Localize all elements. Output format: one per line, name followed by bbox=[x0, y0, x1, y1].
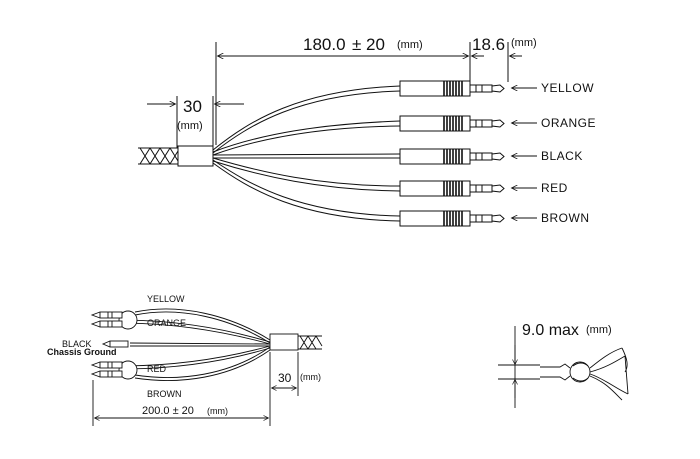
br-dim-max-value: 9.0 max bbox=[522, 322, 579, 339]
br-plug-body bbox=[540, 361, 591, 383]
connector-orange bbox=[399, 115, 505, 132]
dim-length-tolerance: ± 20 bbox=[352, 35, 385, 54]
bl-plug-black bbox=[101, 340, 129, 348]
connector-yellow bbox=[399, 80, 505, 97]
dim-plug-value: 18.6 bbox=[472, 35, 505, 54]
bl-plug-group-top bbox=[90, 310, 138, 330]
bl-label-yellow: YELLOW bbox=[147, 294, 185, 304]
bl-label-red: RED bbox=[147, 364, 167, 374]
bl-label-black: BLACK bbox=[62, 339, 92, 349]
wire-label-orange: ORANGE bbox=[541, 116, 596, 130]
wire-label-brown: BROWN bbox=[541, 211, 590, 225]
wire-label-black: BLACK bbox=[541, 149, 583, 163]
bl-plug-group-bottom bbox=[90, 360, 138, 380]
cable-jacket bbox=[138, 147, 179, 165]
bl-dim-sleeve-value: 30 bbox=[278, 371, 292, 385]
top-cable-assembly-drawing bbox=[138, 42, 537, 227]
connector-red bbox=[399, 180, 505, 197]
dim-sleeve-value: 30 bbox=[183, 97, 202, 116]
bl-label-brown: BROWN bbox=[147, 389, 182, 399]
wire-label-yellow: YELLOW bbox=[541, 81, 594, 95]
top-wire-bundle bbox=[212, 85, 401, 222]
br-dim-max-unit: (mm) bbox=[586, 324, 612, 336]
bl-wire-bundle bbox=[119, 308, 271, 381]
bl-label-orange: ORANGE bbox=[147, 318, 186, 328]
connector-brown bbox=[399, 210, 505, 227]
bl-dim-sleeve-unit: (mm) bbox=[300, 372, 321, 382]
heat-shrink-sleeve bbox=[177, 145, 214, 167]
bl-label-chassis-ground: Chassis Ground bbox=[47, 347, 117, 357]
br-wire-tails bbox=[589, 347, 629, 401]
bl-cable-jacket bbox=[298, 335, 323, 350]
bl-dim-length-value: 200.0 ± 20 bbox=[142, 405, 194, 417]
bottom-left-cable-drawing bbox=[90, 308, 323, 426]
bl-dim-length-unit: (mm) bbox=[207, 406, 228, 416]
dim-sleeve-unit: (mm) bbox=[177, 120, 203, 132]
wire-label-red: RED bbox=[541, 181, 568, 195]
dim-length-value: 180.0 bbox=[303, 35, 346, 54]
bl-heat-shrink-sleeve bbox=[269, 333, 299, 351]
dim-plug-unit: (mm) bbox=[511, 37, 537, 49]
dim-length-unit: (mm) bbox=[397, 39, 423, 51]
connector-black bbox=[399, 148, 505, 165]
bottom-right-detail-drawing bbox=[498, 326, 629, 408]
